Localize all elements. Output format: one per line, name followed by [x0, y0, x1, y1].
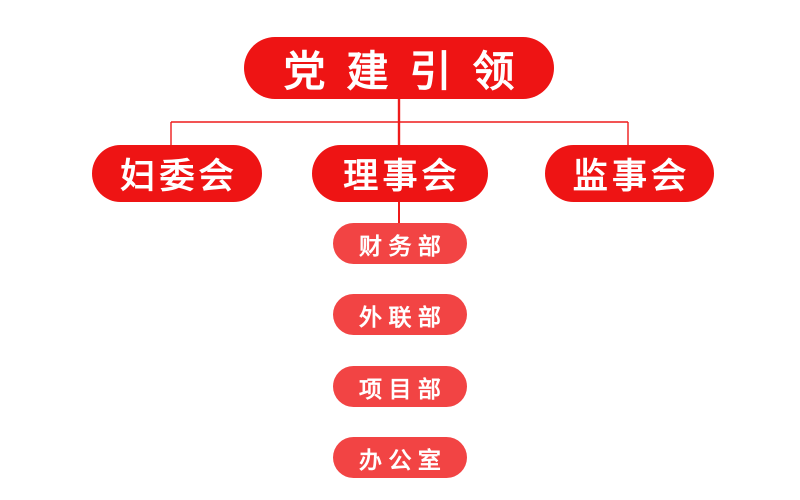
node-supervisory-board-label: 监事会: [572, 157, 691, 196]
node-finance-dept: 财务部: [333, 223, 467, 264]
node-party-leadership: 党建引领: [244, 37, 554, 99]
node-finance-dept-label: 财务部: [359, 232, 448, 259]
node-project-dept: 项目部: [333, 366, 467, 407]
node-external-relations-dept: 外联部: [333, 294, 467, 335]
node-womens-committee-label: 妇委会: [120, 157, 238, 196]
node-external-relations-dept-label: 外联部: [359, 303, 448, 330]
node-project-dept-label: 项目部: [359, 375, 448, 402]
node-supervisory-board: 监事会: [545, 145, 714, 202]
node-office-label: 办公室: [359, 446, 448, 473]
node-womens-committee: 妇委会: [92, 145, 262, 202]
node-office: 办公室: [333, 437, 467, 478]
node-board-of-directors: 理事会: [312, 145, 488, 202]
node-board-of-directors-label: 理事会: [343, 157, 461, 196]
node-party-leadership-label: 党建引领: [283, 47, 536, 95]
